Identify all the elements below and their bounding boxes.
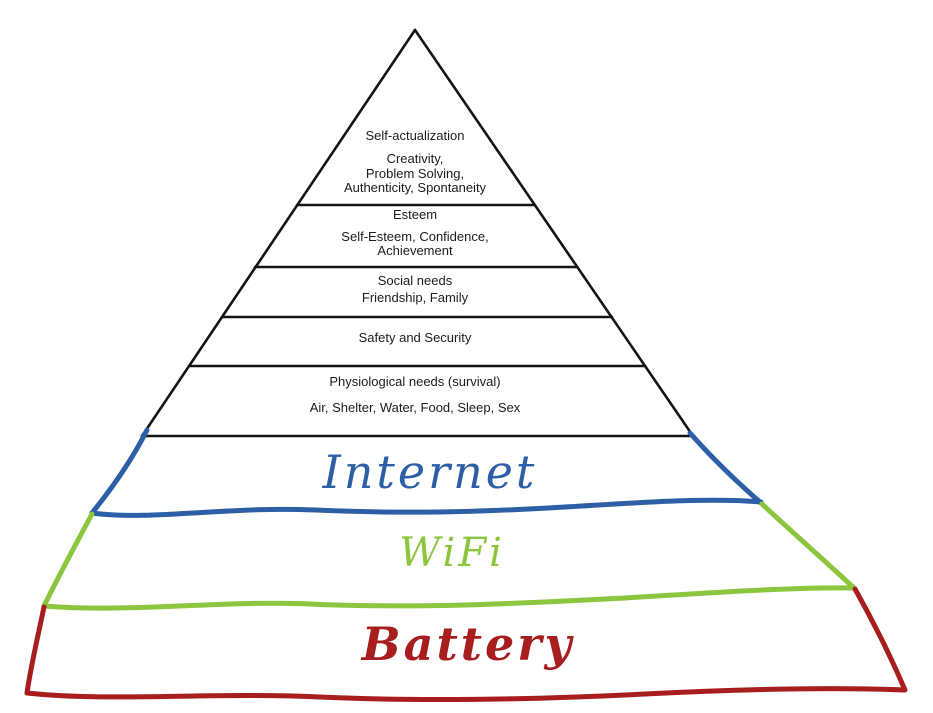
level-line: Friendship, Family (362, 290, 469, 305)
level-line: Problem Solving, (366, 166, 464, 181)
pyramid-outline (140, 28, 695, 438)
internet-label: Internet (322, 445, 538, 499)
battery-label: Battery (360, 617, 575, 671)
battery-bottom-stroke (24, 686, 907, 703)
level-title: Safety and Security (359, 330, 472, 345)
level-title: Esteem (393, 207, 437, 222)
band-internet: Internet (89, 427, 764, 518)
level-line: Authenticity, Spontaneity (344, 180, 487, 195)
level-title: Physiological needs (survival) (329, 374, 500, 389)
level-title: Self-actualization (366, 128, 465, 143)
battery-left-stroke (24, 604, 47, 696)
internet-bottom-stroke (89, 497, 764, 518)
level-safety: Safety and Security (359, 330, 472, 345)
level-line: Air, Shelter, Water, Food, Sleep, Sex (310, 400, 521, 415)
band-wifi: WiFi (41, 501, 857, 611)
pyramid-right-edge (413, 28, 695, 438)
internet-left-stroke (89, 427, 150, 516)
wifi-left-stroke (41, 511, 95, 609)
wifi-label: WiFi (399, 530, 505, 576)
band-battery: Battery (24, 586, 908, 703)
level-line: Self-Esteem, Confidence, (341, 229, 488, 244)
internet-right-stroke (687, 430, 764, 506)
pyramid-left-edge (140, 28, 417, 438)
level-line: Achievement (377, 243, 453, 258)
wifi-bottom-stroke (41, 585, 856, 611)
level-title: Social needs (378, 273, 453, 288)
level-line: Creativity, (387, 151, 444, 166)
level-self-actualization: Self-actualization Creativity, Problem S… (344, 128, 487, 195)
level-physiological: Physiological needs (survival) Air, Shel… (310, 374, 521, 415)
wifi-right-stroke (759, 501, 857, 591)
level-esteem: Esteem Self-Esteem, Confidence, Achievem… (341, 207, 488, 258)
battery-right-stroke (852, 586, 908, 693)
level-social-needs: Social needs Friendship, Family (362, 273, 469, 305)
